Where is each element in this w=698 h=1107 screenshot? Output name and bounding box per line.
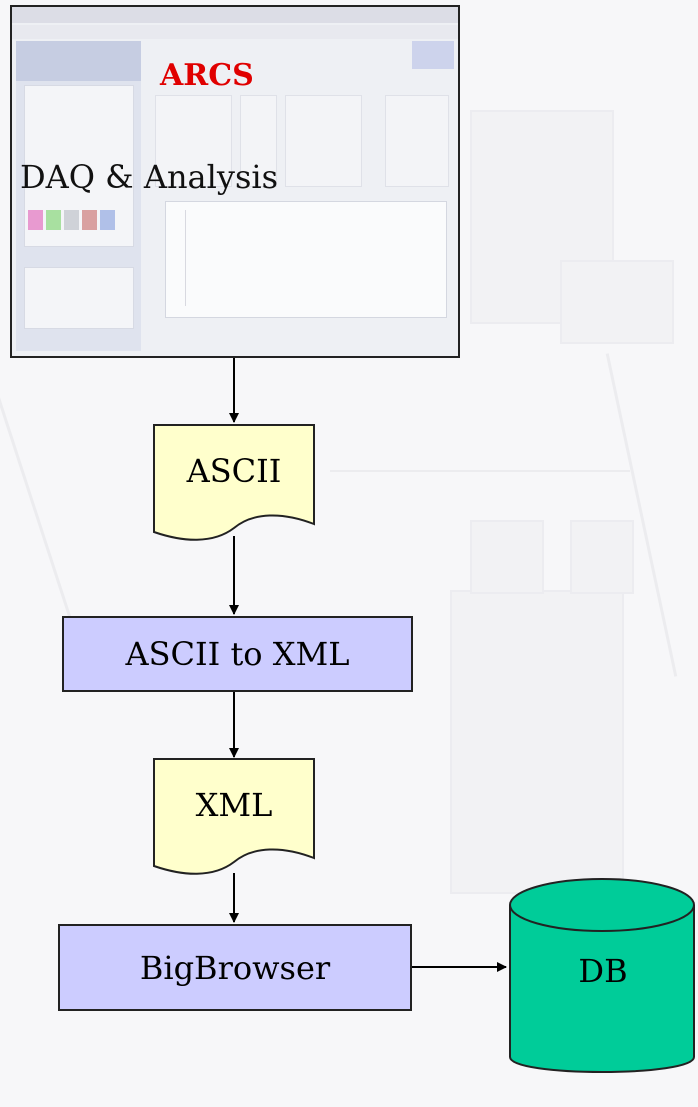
background-line-1: [330, 470, 630, 472]
ascii-label: ASCII: [186, 452, 282, 490]
app-titlebar: [12, 7, 458, 23]
app-sidebar-panel-lower: [24, 267, 134, 329]
app-plot-area: [165, 201, 447, 318]
database-cylinder: DB: [508, 877, 698, 1091]
database-label: DB: [578, 952, 628, 990]
color-swatch-1: [28, 210, 43, 230]
app-plot-axis: [185, 210, 186, 306]
background-rack-2: [560, 260, 674, 344]
database-icon: [509, 878, 695, 1073]
product-title: ARCS: [160, 58, 254, 93]
background-rack-4: [470, 520, 544, 594]
color-swatch-4: [82, 210, 97, 230]
color-swatch-5: [100, 210, 115, 230]
background-rack-5: [570, 520, 634, 594]
app-control-panel-3: [285, 95, 362, 187]
xml-document: XML: [153, 758, 315, 878]
document-shape-xml: [153, 758, 315, 875]
converter-box: ASCII to XML: [62, 616, 413, 692]
app-sidebar-header: [16, 41, 141, 81]
color-swatch-2: [46, 210, 61, 230]
product-subtitle: DAQ & Analysis: [20, 158, 279, 196]
app-menubar: [12, 25, 458, 39]
document-shape: [153, 424, 315, 541]
color-swatch-3: [64, 210, 79, 230]
browser-label: BigBrowser: [139, 948, 331, 987]
app-control-panel-2: [240, 95, 277, 187]
ascii-document: ASCII: [153, 424, 315, 544]
app-logo: [412, 41, 454, 69]
app-control-panel-4: [385, 95, 449, 187]
converter-label: ASCII to XML: [125, 635, 350, 673]
xml-label: XML: [195, 786, 273, 824]
browser-box: BigBrowser: [58, 924, 412, 1011]
app-control-panel-1: [155, 95, 232, 187]
